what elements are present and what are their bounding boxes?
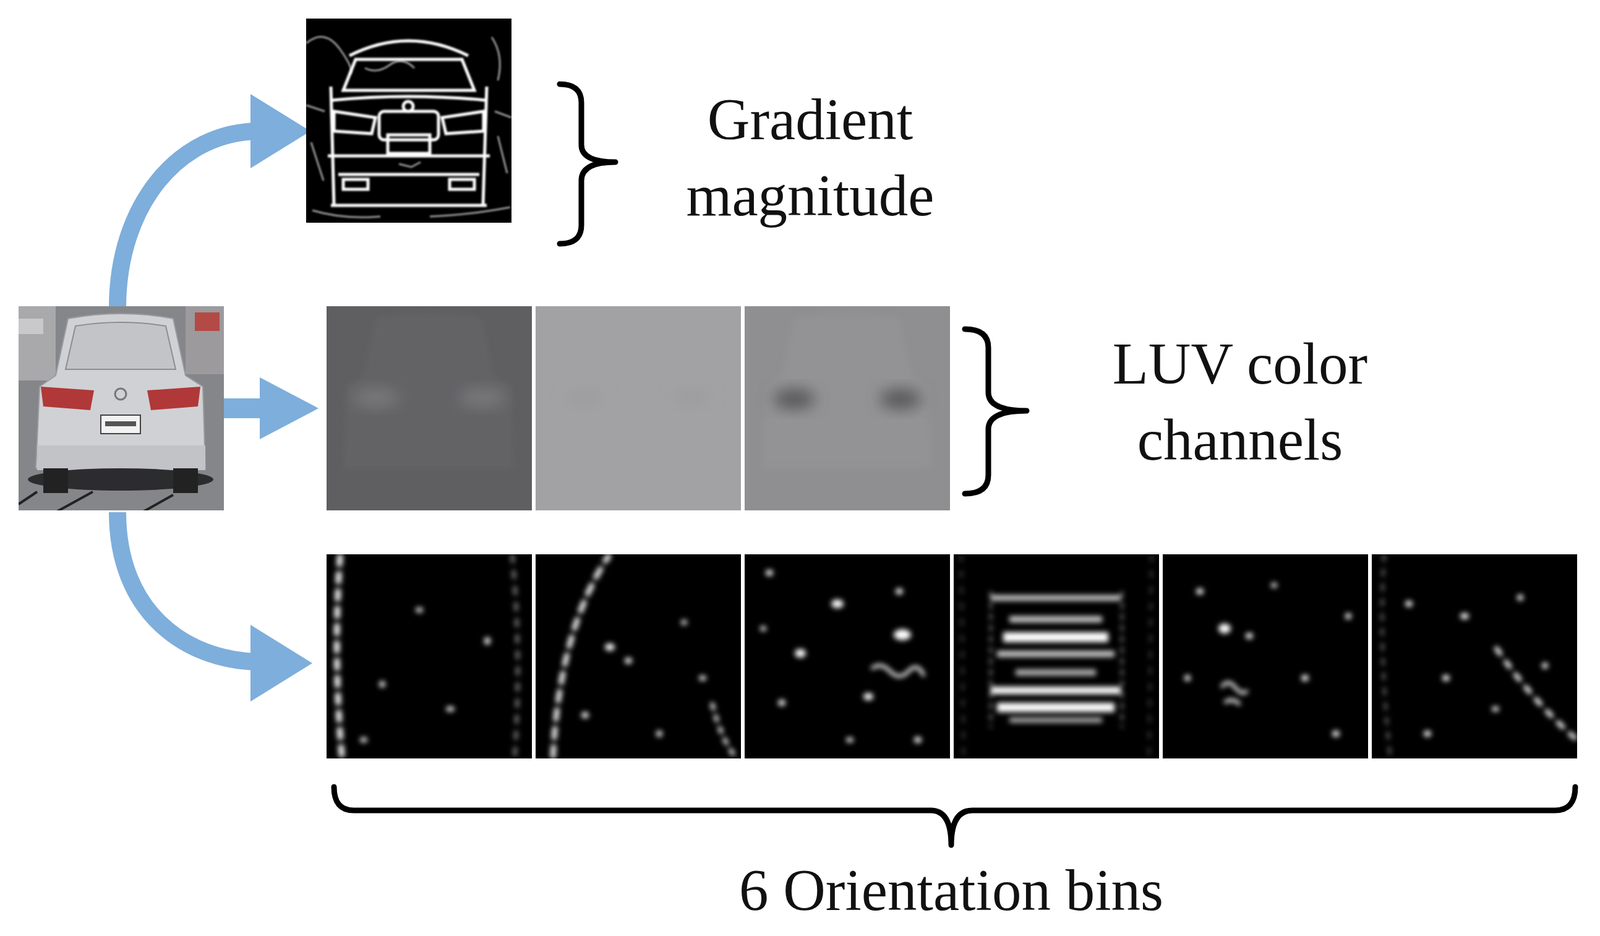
car-photo (18, 306, 224, 511)
orientation-bin-1 (326, 554, 532, 759)
orientation-bin-5 (1162, 554, 1369, 759)
section-label: 6 Orientation bins (518, 852, 1385, 929)
section-label: Gradient magnitude (643, 81, 978, 235)
orientation-bin-6 (1371, 554, 1578, 759)
luv-l-channel (326, 306, 532, 511)
luv-u-channel (535, 306, 741, 511)
curly-brackets (333, 84, 1576, 845)
orientation-bin-2 (535, 554, 741, 759)
orientation-bin-3 (744, 554, 950, 759)
luv-v-channel (744, 306, 950, 511)
gradient-image (306, 18, 512, 223)
section-label: LUV color channels (1073, 325, 1408, 479)
orientation-bin-4 (953, 554, 1160, 759)
